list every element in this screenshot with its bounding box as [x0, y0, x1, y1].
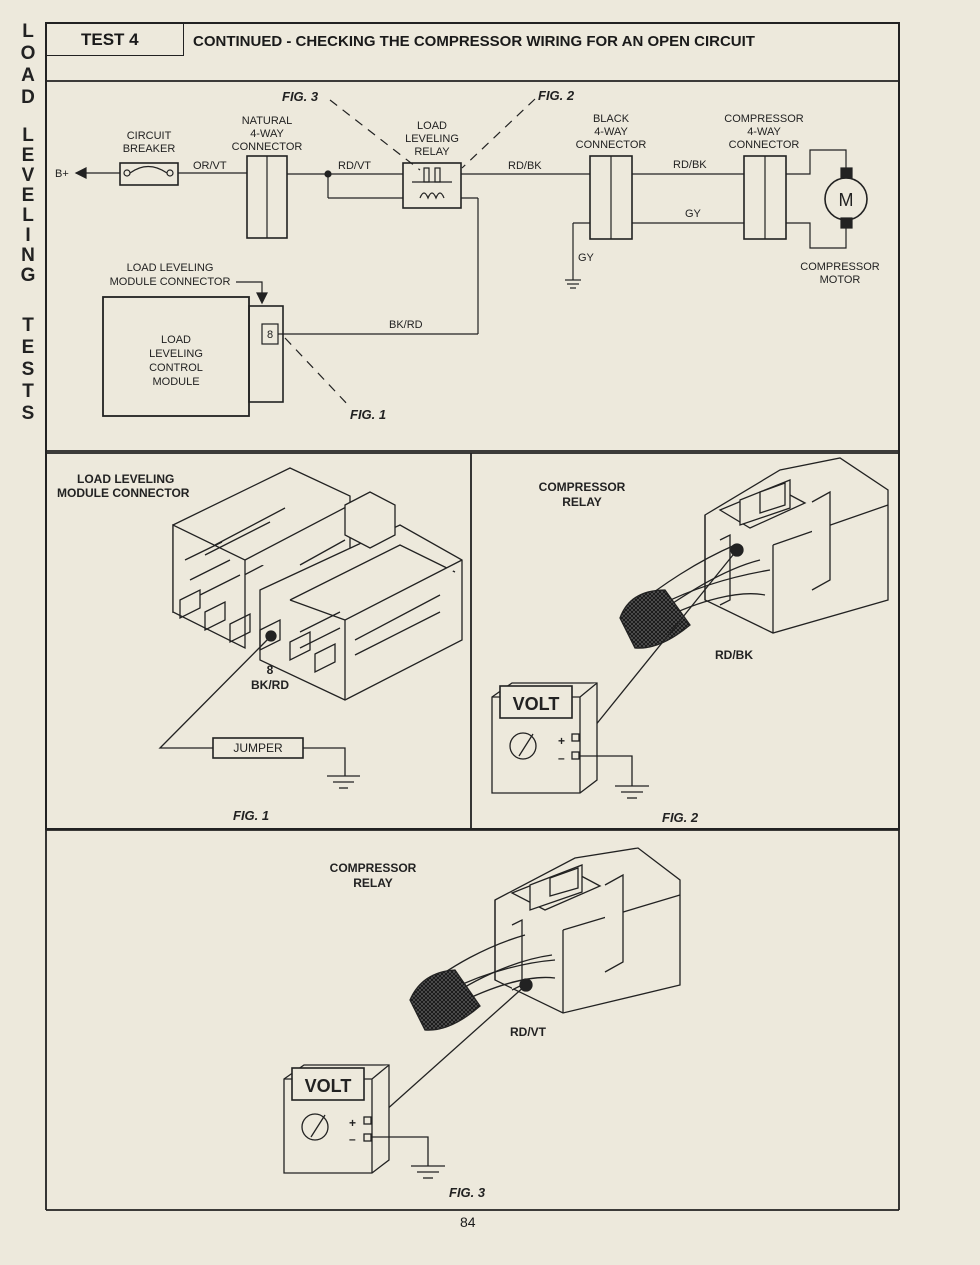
- side-letter: T: [22, 381, 34, 402]
- panel3-plus: +: [349, 1116, 356, 1130]
- frame-dividers: [45, 80, 900, 1211]
- natural-connector-label: CONNECTOR: [232, 141, 303, 153]
- wire-label-gy: GY: [578, 252, 595, 264]
- black-connector-label: CONNECTOR: [576, 139, 647, 151]
- side-letter: E: [21, 145, 35, 166]
- jumper-label: JUMPER: [233, 741, 283, 755]
- fig3-caption: FIG. 3: [449, 1185, 486, 1200]
- panel2-title: RELAY: [562, 495, 602, 509]
- circuit-breaker-label: BREAKER: [123, 143, 176, 155]
- side-letter: E: [21, 185, 35, 206]
- black-connector-label: BLACK: [593, 113, 630, 125]
- side-letter: L: [22, 205, 34, 226]
- natural-connector-label: 4-WAY: [250, 128, 284, 140]
- compressor-motor-label: COMPRESSOR: [800, 261, 880, 273]
- wire-label-rd-vt: RD/VT: [338, 160, 371, 172]
- panel1-title: MODULE CONNECTOR: [57, 486, 190, 500]
- fig-1-callout: FIG. 1: [350, 407, 386, 422]
- panel1-pin: 8: [267, 663, 274, 677]
- panel1-title: LOAD LEVELING: [77, 472, 174, 486]
- control-module-label: LOAD: [161, 334, 191, 346]
- side-letter: A: [21, 65, 35, 86]
- b-plus-label: B+: [55, 168, 69, 180]
- compressor-motor-label: MOTOR: [820, 274, 861, 286]
- side-letter: N: [21, 245, 35, 266]
- pin-8-label: 8: [267, 329, 273, 341]
- compressor-relay-illustration: [283, 847, 681, 1179]
- control-module-label: MODULE: [152, 376, 199, 388]
- side-letter: D: [21, 87, 35, 108]
- side-letter: O: [20, 43, 36, 64]
- test-label: TEST 4: [47, 24, 184, 56]
- panel2-minus: –: [558, 751, 565, 765]
- fig-3-callout: FIG. 3: [282, 89, 319, 104]
- wire-label-rd-bk: RD/BK: [508, 160, 542, 172]
- panel2-meter-label: VOLT: [513, 694, 560, 714]
- side-letter: I: [25, 225, 31, 246]
- panel3-minus: –: [349, 1132, 356, 1146]
- panel2-title: COMPRESSOR: [539, 480, 626, 494]
- fig2-caption: FIG. 2: [662, 810, 699, 825]
- panel3-meter-label: VOLT: [305, 1076, 352, 1096]
- module-connector-illustration: [158, 467, 463, 789]
- panel2-plus: +: [558, 734, 565, 748]
- module-connector-label: LOAD LEVELING: [127, 262, 214, 274]
- side-letter: T: [22, 315, 34, 336]
- black-connector-label: 4-WAY: [594, 126, 628, 138]
- compressor-relay-illustration: [491, 457, 889, 799]
- circuit-breaker-label: CIRCUIT: [127, 130, 172, 142]
- side-letter: E: [21, 337, 35, 358]
- relay-label: LOAD: [417, 120, 447, 132]
- motor-symbol: M: [839, 190, 854, 210]
- wiring-schematic: [74, 98, 868, 417]
- page-title: CONTINUED - CHECKING THE COMPRESSOR WIRI…: [193, 33, 755, 50]
- side-letter: G: [20, 265, 36, 286]
- panel3-wire: RD/VT: [510, 1025, 547, 1039]
- wire-label-or-vt: OR/VT: [193, 160, 227, 172]
- control-module-label: LEVELING: [149, 348, 203, 360]
- compressor-connector-label: COMPRESSOR: [724, 113, 804, 125]
- wire-label-gy: GY: [685, 208, 702, 220]
- side-letter: S: [21, 403, 35, 424]
- control-module-label: CONTROL: [149, 362, 203, 374]
- compressor-connector-label: 4-WAY: [747, 126, 781, 138]
- relay-label: LEVELING: [405, 133, 459, 145]
- wire-label-rd-bk: RD/BK: [673, 159, 707, 171]
- page-frame: [45, 22, 900, 830]
- page-number: 84: [460, 1214, 476, 1230]
- module-connector-label: MODULE CONNECTOR: [110, 276, 231, 288]
- side-letter: S: [21, 359, 35, 380]
- fig1-caption: FIG. 1: [233, 808, 269, 823]
- panel2-wire: RD/BK: [715, 648, 753, 662]
- natural-connector-label: NATURAL: [242, 115, 293, 127]
- side-letter: L: [22, 21, 34, 42]
- side-letter: L: [22, 125, 34, 146]
- fig-2-callout: FIG. 2: [538, 88, 575, 103]
- panel3-title: COMPRESSOR: [330, 861, 417, 875]
- compressor-connector-label: CONNECTOR: [729, 139, 800, 151]
- side-letter: V: [21, 165, 35, 186]
- relay-label: RELAY: [414, 146, 450, 158]
- wire-label-bk-rd: BK/RD: [389, 319, 423, 331]
- panel3-title: RELAY: [353, 876, 393, 890]
- panel1-wire: BK/RD: [251, 678, 289, 692]
